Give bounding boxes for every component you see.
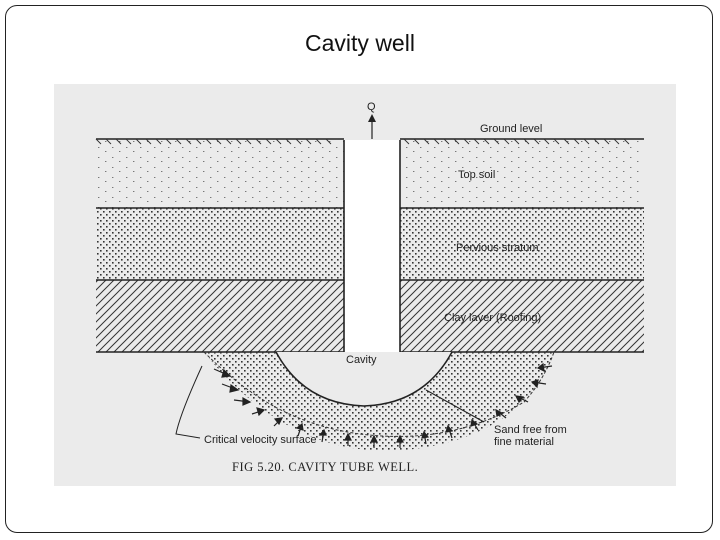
critical-surface-label: Critical velocity surface bbox=[204, 434, 316, 446]
figure-caption: FIG 5.20. CAVITY TUBE WELL. bbox=[232, 460, 418, 474]
cavity-label: Cavity bbox=[346, 354, 377, 366]
discharge-label: Q bbox=[367, 101, 376, 113]
cavity bbox=[276, 352, 452, 406]
sand-label-line2: fine material bbox=[494, 436, 554, 448]
inflow-arrows bbox=[213, 362, 553, 448]
top-soil-label: Top soil bbox=[458, 169, 495, 181]
pervious-stratum-label: Pervious stratum bbox=[456, 242, 539, 254]
cavity-well-figure: Q Ground level Top soil Pervious stratum… bbox=[54, 84, 676, 486]
slide-title: Cavity well bbox=[305, 30, 415, 56]
ground-level-label: Ground level bbox=[480, 123, 542, 135]
slide-frame bbox=[5, 5, 713, 533]
clay-layer-label: Clay layer (Roofing) bbox=[444, 312, 541, 324]
well-tube bbox=[344, 140, 400, 352]
cavity-well-diagram: Q Ground level Top soil Pervious stratum… bbox=[95, 101, 644, 474]
sand-label-line1: Sand free from bbox=[494, 424, 567, 436]
